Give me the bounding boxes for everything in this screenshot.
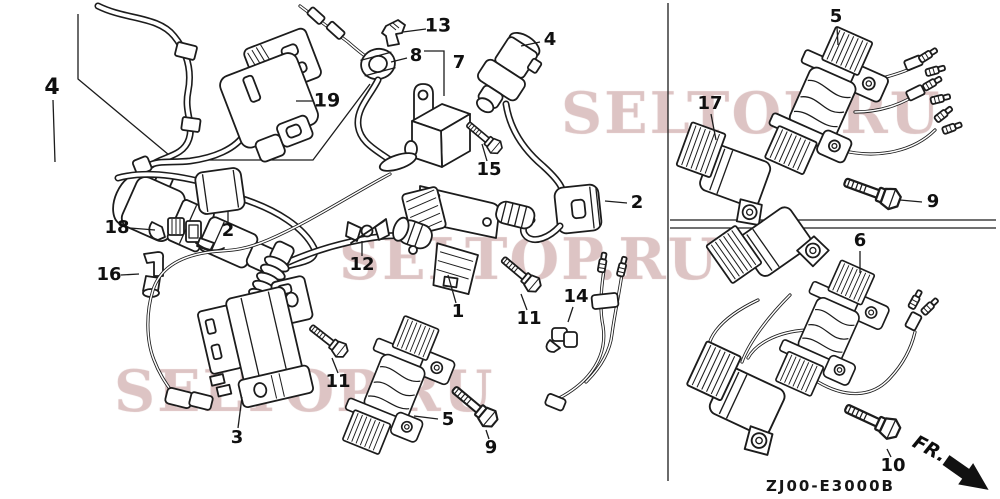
part-leader-line bbox=[129, 227, 156, 231]
part-leader-line bbox=[447, 274, 457, 304]
part-leader-line bbox=[520, 41, 541, 47]
part-number-label: 9 bbox=[484, 437, 498, 458]
part-leader-line bbox=[120, 273, 140, 276]
wire-clip-18 bbox=[148, 217, 225, 252]
sub-wire-14 bbox=[544, 251, 630, 412]
part-number-label: 8 bbox=[409, 45, 423, 66]
part-leader-line bbox=[886, 448, 892, 458]
spark-plug-cap-4-left bbox=[112, 171, 284, 275]
part-number-label: 15 bbox=[476, 159, 502, 180]
part-leader-line bbox=[402, 28, 427, 33]
sub-view-top bbox=[664, 16, 964, 230]
part-number-label: 5 bbox=[441, 409, 455, 430]
exciter-assembly-lower bbox=[671, 340, 802, 460]
part-number-label: 13 bbox=[424, 14, 452, 37]
part-leader-line bbox=[710, 113, 717, 141]
panel-borders bbox=[667, 3, 996, 481]
bolt-11-first bbox=[496, 251, 545, 296]
part-leader-line bbox=[836, 26, 839, 46]
part-leader-line bbox=[485, 429, 490, 440]
part-number-label: 5 bbox=[829, 6, 843, 27]
wire-clip-12 bbox=[345, 218, 390, 244]
part-number-label: 2 bbox=[221, 220, 235, 241]
wire-clip-13 bbox=[381, 19, 406, 47]
grommet-2-second bbox=[553, 183, 603, 235]
exciter-coil-5-main bbox=[332, 307, 466, 470]
spark-plug-cap-4-right bbox=[476, 31, 543, 114]
cdi-unit-7 bbox=[378, 83, 471, 172]
part-number-label: 2 bbox=[630, 192, 644, 213]
ignition-coil-3 bbox=[197, 275, 314, 409]
sub-view-bottom bbox=[671, 188, 989, 490]
plug-lead-terminal bbox=[164, 387, 214, 411]
part-leader-line bbox=[52, 99, 56, 163]
part-number-label: 10 bbox=[880, 455, 906, 476]
grommet-8 bbox=[360, 47, 396, 81]
part-number-label: 16 bbox=[96, 264, 122, 285]
wire-harness-assembly-1 bbox=[392, 185, 536, 296]
part-number-label: 18 bbox=[104, 217, 130, 238]
part-leader-line bbox=[899, 199, 923, 203]
part-number-label: 4 bbox=[44, 75, 60, 100]
part-number-label: 19 bbox=[313, 89, 341, 112]
part-number-label: 11 bbox=[325, 371, 351, 392]
leader-lines bbox=[52, 26, 923, 458]
bolt-11-second bbox=[305, 319, 352, 362]
part-number-label: 14 bbox=[563, 286, 589, 307]
part-number-label: 17 bbox=[697, 93, 723, 114]
part-leader-line bbox=[567, 306, 574, 323]
diagram-code: ZJ00-E3000B bbox=[766, 477, 895, 495]
part-number-label: 9 bbox=[926, 191, 940, 212]
part-number-label: 6 bbox=[853, 230, 867, 251]
ignition-coil-19 bbox=[219, 27, 322, 163]
part-number-label: 11 bbox=[516, 308, 542, 329]
fr-direction-arrow bbox=[942, 455, 989, 490]
wire-clip-14 bbox=[545, 327, 578, 353]
part-leader-line bbox=[520, 293, 528, 311]
bolt-10 bbox=[840, 397, 904, 444]
bolt-9-main bbox=[446, 380, 502, 432]
part-leader-line bbox=[237, 396, 243, 429]
part-leader-line bbox=[331, 357, 339, 374]
part-leader-line bbox=[424, 50, 445, 96]
part-number-label: 1 bbox=[451, 301, 465, 322]
part-number-label: 12 bbox=[349, 254, 375, 275]
part-leader-line bbox=[413, 415, 439, 420]
part-leader-line bbox=[481, 143, 488, 162]
part-leader-line bbox=[390, 57, 408, 63]
igniter-unit-17 bbox=[664, 121, 785, 230]
grommet-2-first bbox=[194, 167, 246, 215]
exciter-coil-5-sub bbox=[754, 16, 902, 192]
part-number-label: 7 bbox=[452, 52, 466, 73]
main-harness-view bbox=[94, 2, 630, 470]
part-number-label: 4 bbox=[543, 29, 557, 50]
part-number-label: 3 bbox=[230, 427, 244, 448]
part-leader-line bbox=[604, 200, 628, 204]
bolt-9-sub bbox=[840, 170, 904, 213]
